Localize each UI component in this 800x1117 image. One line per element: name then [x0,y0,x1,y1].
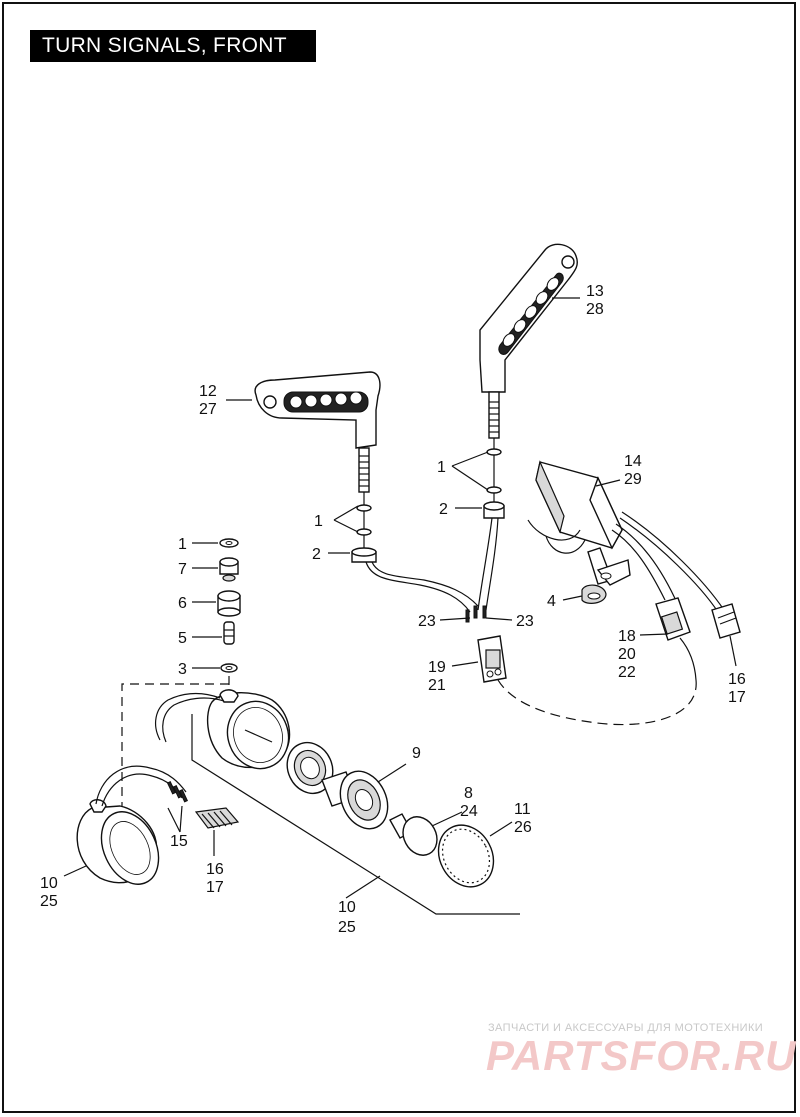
lamp-gasket [286,741,334,795]
left-light-bar [254,371,479,623]
watermark-brand: PARTSFOR.RU [486,1032,797,1079]
svg-text:26: 26 [514,819,532,836]
svg-text:10: 10 [338,899,356,916]
callout-5: 5 [178,630,187,647]
grommet [581,584,607,604]
callout-11-26: 11 26 [514,801,532,836]
svg-text:20: 20 [618,646,636,663]
watermark-tagline: ЗАПЧАСТИ И АКСЕССУАРЫ ДЛЯ МОТОТЕХНИКИ [488,1022,764,1034]
svg-text:22: 22 [618,664,636,681]
callout-4: 4 [547,593,556,610]
callout-19-21: 19 21 [428,659,446,694]
connector-housing-left [477,635,507,683]
lamp-housing-center [154,689,291,770]
svg-text:25: 25 [40,893,58,910]
callout-6: 6 [178,595,187,612]
callout-23-left: 23 [418,613,436,630]
callout-10-25-center: 10 25 [338,899,356,936]
svg-text:8: 8 [464,785,473,802]
callout-3: 3 [178,661,187,678]
mounting-bracket [527,460,725,613]
routing-dashed-line [497,679,697,726]
svg-text:18: 18 [618,628,636,645]
callout-16-17-right: 16 17 [728,671,746,706]
svg-text:13: 13 [586,283,604,300]
svg-text:19: 19 [428,659,446,676]
callout-2-left: 2 [312,546,321,563]
bulb [389,813,438,856]
svg-text:12: 12 [199,383,217,400]
lens [437,824,495,888]
callout-9: 9 [412,745,421,762]
svg-text:28: 28 [586,301,604,318]
callout-1-left: 1 [314,513,323,530]
bulb-socket [321,770,389,830]
callout-13-28: 13 28 [586,283,604,318]
svg-text:14: 14 [624,453,642,470]
callout-12-27: 12 27 [199,383,217,418]
svg-text:16: 16 [728,671,746,688]
svg-text:27: 27 [199,401,217,418]
assembly-guide-left [121,683,229,810]
callout-1-right: 1 [437,459,446,476]
callout-15: 15 [170,833,188,850]
right-light-bar [473,243,578,619]
svg-text:24: 24 [460,803,478,820]
svg-text:17: 17 [728,689,746,706]
svg-text:11: 11 [514,801,531,818]
page-title: TURN SIGNALS, FRONT [30,30,316,62]
svg-text:25: 25 [338,919,356,936]
leader-lines [63,297,737,899]
callout-7: 7 [178,561,187,578]
callout-16-17-left: 16 17 [206,861,224,896]
terminal-block-left [194,807,240,829]
svg-text:21: 21 [428,677,446,694]
callout-2-right: 2 [439,501,448,518]
callout-8-24: 8 24 [460,785,478,820]
svg-text:17: 17 [206,879,224,896]
lamp-housing-left [76,765,189,885]
callout-23-right: 23 [516,613,534,630]
svg-text:16: 16 [206,861,224,878]
callout-18-20-22: 18 20 22 [618,628,636,681]
assembly-guide-center [191,714,520,915]
callout-1-stack: 1 [178,536,187,553]
svg-text:29: 29 [624,471,642,488]
callout-10-25-left: 10 25 [40,875,58,910]
callout-14-29: 14 29 [624,453,642,488]
svg-text:10: 10 [40,875,58,892]
connector-housing-right [655,597,741,681]
hardware-stack [217,538,241,673]
